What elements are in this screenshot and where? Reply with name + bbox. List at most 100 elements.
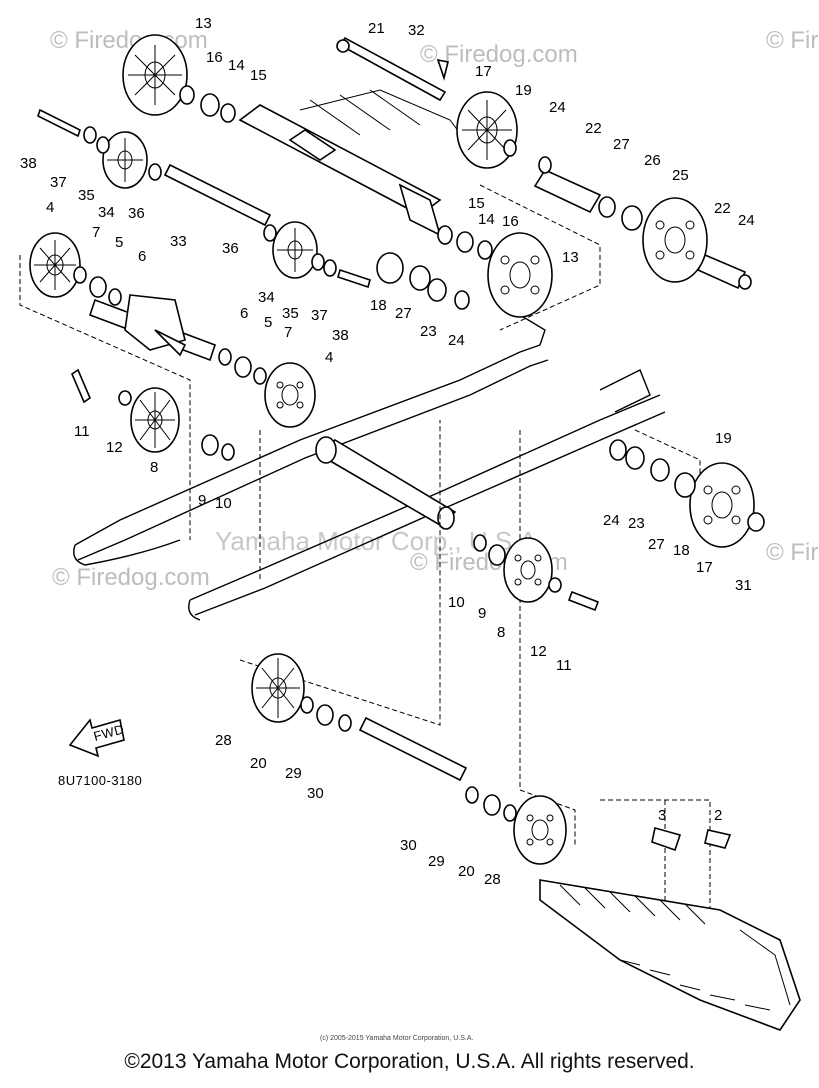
watermark-middle-right: © Fir xyxy=(766,539,818,566)
callout: 32 xyxy=(408,22,425,39)
idler-shaft-21 xyxy=(336,36,447,102)
callout: 34 xyxy=(258,289,275,306)
wheel-8-left xyxy=(130,387,180,453)
callout: 14 xyxy=(228,57,245,74)
watermark-top-right: © Fir xyxy=(766,27,818,54)
callout: 11 xyxy=(74,423,90,440)
callout: 10 xyxy=(448,594,465,611)
callout: 29 xyxy=(428,853,445,870)
rear-arm xyxy=(238,89,481,237)
rear-axle-lower xyxy=(358,716,468,782)
wheel-34-center xyxy=(272,221,318,279)
fwd-arrow-icon: FWD xyxy=(68,718,126,758)
small-copyright: (c) 2005-2015 Yamaha Motor Corporation, … xyxy=(320,1035,473,1042)
callout: 18 xyxy=(370,297,387,314)
watermark-top-left: © Firedog.com xyxy=(50,27,208,54)
callout: 7 xyxy=(284,324,292,341)
callout: 19 xyxy=(715,430,732,447)
callout: 17 xyxy=(696,559,713,576)
wheel-17-right xyxy=(689,462,755,548)
callout: 23 xyxy=(420,323,437,340)
watermark-middle-left: © Firedog.com xyxy=(52,564,210,591)
callout: 18 xyxy=(673,542,690,559)
callout: 36 xyxy=(128,205,145,222)
callout: 7 xyxy=(92,224,100,241)
callout: 4 xyxy=(46,199,54,216)
callout: 28 xyxy=(215,732,232,749)
callout: 20 xyxy=(250,755,267,772)
callout: 15 xyxy=(468,195,485,212)
callout: 16 xyxy=(502,213,519,230)
wheel-13-right xyxy=(487,232,553,318)
callout: 5 xyxy=(264,314,272,331)
callout: 21 xyxy=(368,20,385,37)
callout: 35 xyxy=(282,305,299,322)
callout: 30 xyxy=(307,785,324,802)
small-parts xyxy=(37,58,765,852)
callout: 23 xyxy=(628,515,645,532)
wheel-8-center xyxy=(503,537,553,603)
wheel-4-center xyxy=(264,362,316,428)
callout-labels: 13 16 14 15 21 32 17 19 24 22 27 26 25 3… xyxy=(20,15,755,888)
callout: 16 xyxy=(206,49,223,66)
callout: 9 xyxy=(198,492,206,509)
callout: 13 xyxy=(195,15,212,32)
spacer-22-upper xyxy=(533,168,602,214)
callout: 6 xyxy=(240,305,248,322)
callout: 37 xyxy=(311,307,328,324)
front-arm xyxy=(88,294,217,362)
callout: 27 xyxy=(648,536,665,553)
callout: 29 xyxy=(285,765,302,782)
callout: 24 xyxy=(603,512,620,529)
callout: 30 xyxy=(400,837,417,854)
callout: 33 xyxy=(170,233,187,250)
callout: 8 xyxy=(497,624,505,641)
callout: 24 xyxy=(448,332,465,349)
callout: 6 xyxy=(138,248,146,265)
callout: 36 xyxy=(222,240,239,257)
part-code: 8U7100-3180 xyxy=(58,773,142,788)
track xyxy=(539,879,801,1031)
callout: 10 xyxy=(215,495,232,512)
callout: 4 xyxy=(325,349,333,366)
callout: 2 xyxy=(714,807,722,824)
wheel-25 xyxy=(642,197,708,283)
callout: 11 xyxy=(556,657,572,674)
callout: 14 xyxy=(478,211,495,228)
callout: 24 xyxy=(738,212,755,229)
callout: 9 xyxy=(478,605,486,622)
callout: 3 xyxy=(658,807,666,824)
callout: 37 xyxy=(50,174,67,191)
copyright-footer: ©2013 Yamaha Motor Corporation, U.S.A. A… xyxy=(124,1050,695,1073)
callout: 12 xyxy=(106,439,123,456)
callout: 13 xyxy=(562,249,579,266)
callout: 28 xyxy=(484,871,501,888)
callout: 26 xyxy=(644,152,661,169)
callout: 8 xyxy=(150,459,158,476)
callout: 22 xyxy=(585,120,602,137)
spacer-22-right xyxy=(696,253,747,290)
callout: 38 xyxy=(332,327,349,344)
wheel-17-top xyxy=(456,91,518,169)
wheel-13-top xyxy=(122,34,188,116)
callout: 15 xyxy=(250,67,267,84)
callout: 34 xyxy=(98,204,115,221)
callout: 27 xyxy=(613,136,630,153)
callout: 24 xyxy=(549,99,566,116)
callout: 17 xyxy=(475,63,492,80)
shaft-33 xyxy=(163,163,272,227)
wheel-28-left xyxy=(251,653,305,723)
cross-shaft xyxy=(315,436,457,530)
callout: 5 xyxy=(115,234,123,251)
callout: 38 xyxy=(20,155,37,172)
callout: 19 xyxy=(515,82,532,99)
callout: 20 xyxy=(458,863,475,880)
callout: 25 xyxy=(672,167,689,184)
callout: 12 xyxy=(530,643,547,660)
callout: 31 xyxy=(735,577,752,594)
callout: 22 xyxy=(714,200,731,217)
callout: 35 xyxy=(78,187,95,204)
wheel-34-left xyxy=(102,131,148,189)
wheel-4-left xyxy=(29,232,81,298)
